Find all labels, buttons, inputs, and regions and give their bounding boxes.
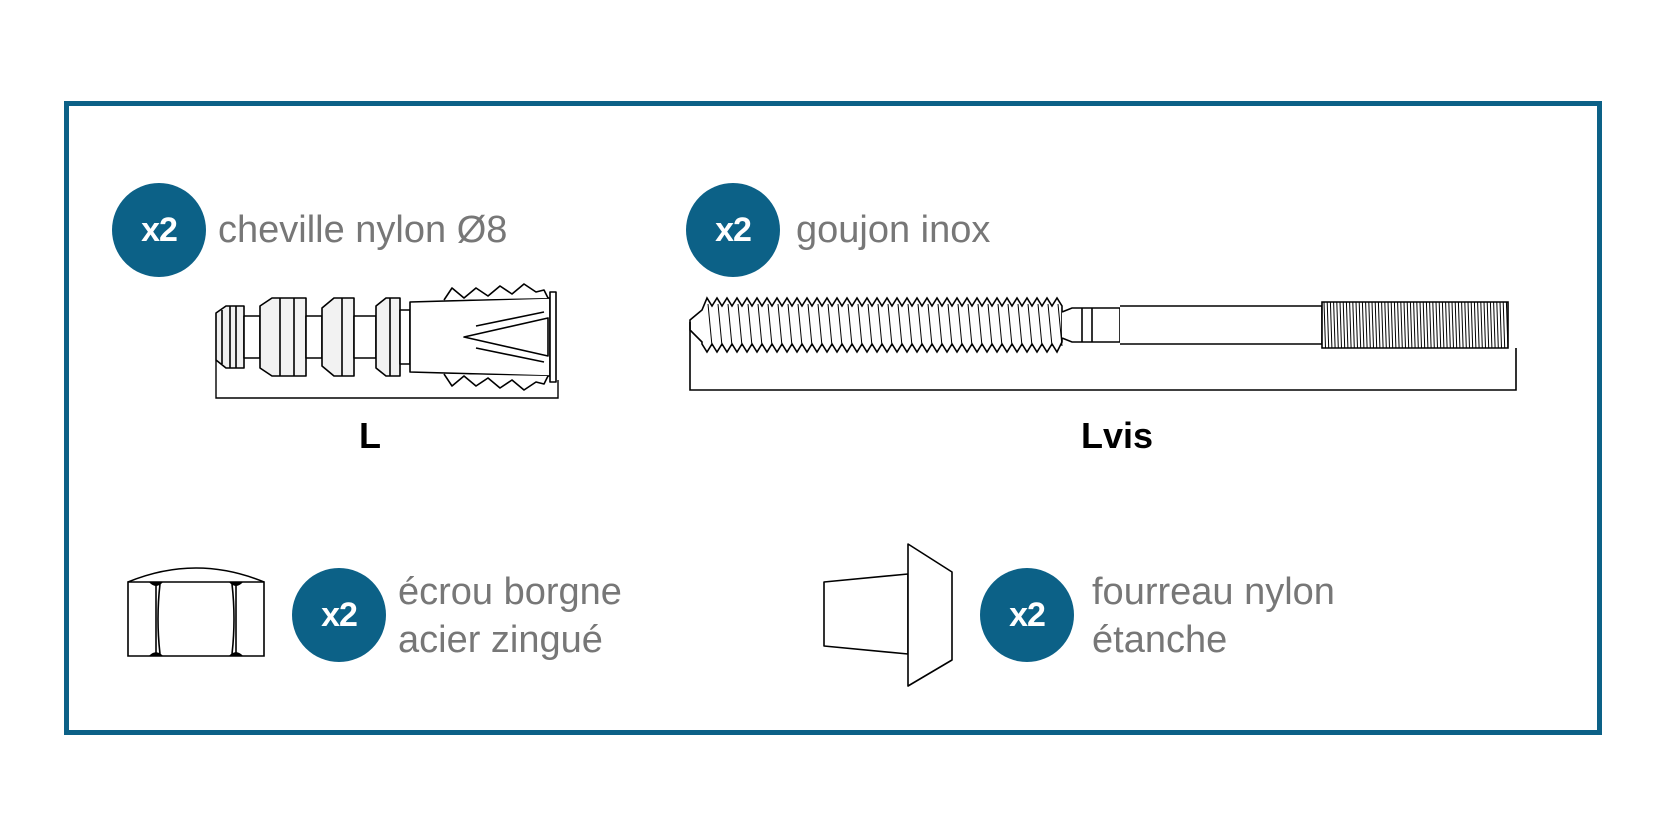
parts-list-frame [64,101,1602,735]
quantity-badge-goujon: x2 [686,183,780,277]
nylon-sleeve-illustration [822,542,956,688]
dimension-label-L: L [359,415,381,456]
quantity-badge-ecrou: x2 [292,568,386,662]
threaded-stud-illustration [690,298,1518,392]
dimension-label-Lvis: Lvis [1080,415,1154,456]
wall-plug-illustration [214,288,564,398]
item-label-fourreau-line1: fourreau nylon [1092,571,1335,613]
quantity-badge-fourreau: x2 [980,568,1074,662]
item-label-goujon: goujon inox [796,209,991,251]
quantity-badge-cheville: x2 [112,183,206,277]
cap-nut-illustration [126,562,266,658]
item-label-ecrou-line2: acier zingué [398,619,603,661]
item-label-ecrou-line1: écrou borgne [398,571,622,613]
item-label-cheville: cheville nylon Ø8 [218,209,508,251]
item-label-fourreau-line2: étanche [1092,619,1228,661]
